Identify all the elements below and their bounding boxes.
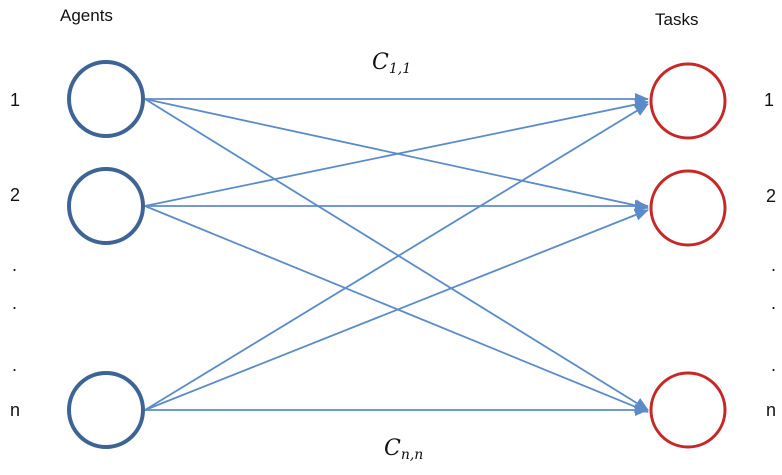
task-label-n: n (766, 400, 777, 420)
edge-agent2-taskn (144, 205, 649, 413)
cost-top-base: C (372, 50, 389, 75)
task-node-2 (649, 169, 727, 247)
cost-label-bottom: Cn,n (384, 436, 423, 463)
agent-label-1: 1 (10, 90, 21, 110)
agent-ellipsis-dot: . (12, 255, 18, 275)
cost-top-subscript: 1,1 (388, 61, 412, 77)
task-ellipsis-dot: . (771, 255, 777, 275)
task-label-1: 1 (764, 90, 775, 110)
agent-node-1 (67, 60, 145, 138)
cost-bottom-subscript: n,n (400, 447, 424, 463)
agent-label-2: 2 (10, 185, 21, 205)
edge-agent2-task1 (144, 98, 649, 207)
task-ellipsis-dot: . (771, 293, 777, 313)
task-node-n (649, 371, 727, 449)
agent-ellipsis-dot: . (12, 293, 18, 313)
edge-agentn-task1 (144, 103, 649, 411)
edge-agent1-taskn (144, 98, 649, 411)
cost-label-top: C1,1 (372, 50, 411, 77)
agent-node-n (67, 371, 145, 449)
agents-header: Agents (60, 6, 113, 25)
edge-agentn-task2 (144, 209, 649, 411)
agent-node-2 (67, 167, 145, 245)
tasks-header: Tasks (655, 10, 699, 29)
task-label-2: 2 (766, 186, 777, 206)
cost-bottom-base: C (384, 436, 401, 461)
task-ellipsis-dot: . (771, 355, 777, 375)
agent-ellipsis-dot: . (12, 355, 18, 375)
task-node-1 (649, 62, 727, 140)
agent-label-n: n (10, 400, 21, 420)
